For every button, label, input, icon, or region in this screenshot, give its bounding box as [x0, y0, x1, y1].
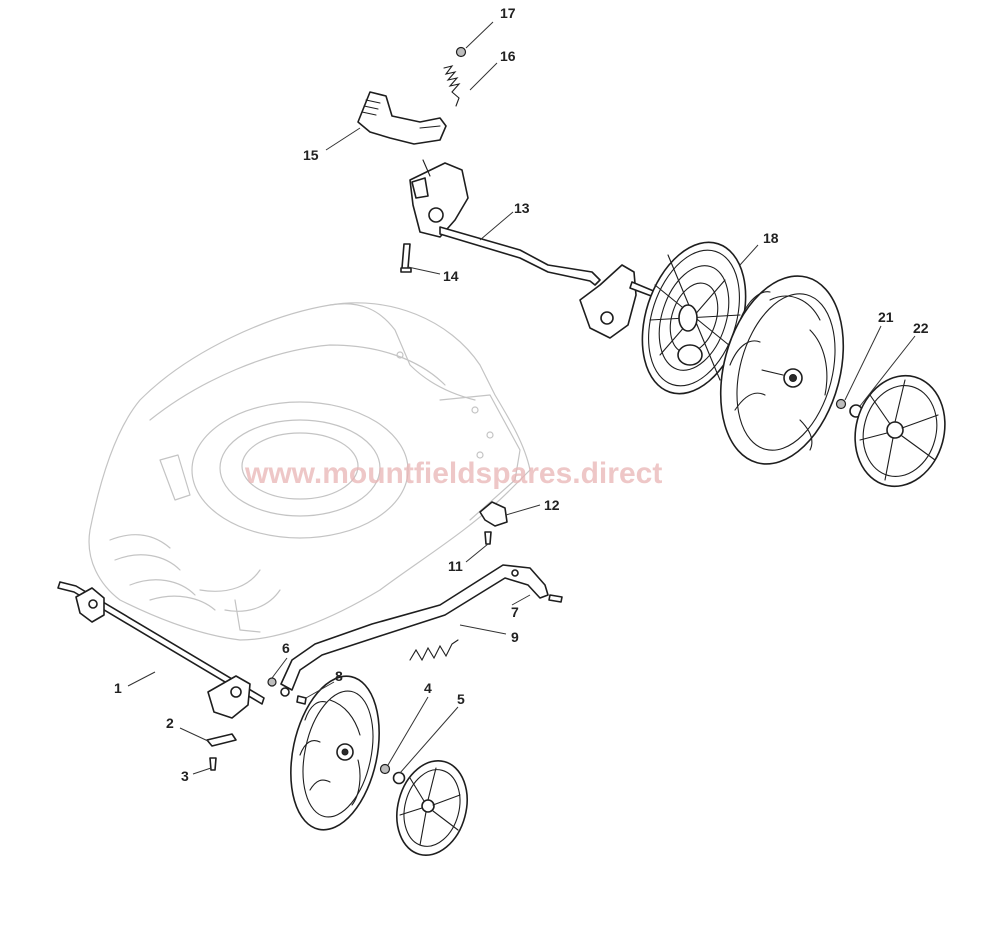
- callout-17: 17: [500, 5, 516, 21]
- part-5-nut: [392, 771, 406, 785]
- callout-7: 7: [511, 604, 519, 620]
- callout-3: 3: [181, 768, 189, 784]
- part-14-pin: [400, 243, 412, 273]
- part-6-nut: [267, 677, 277, 687]
- rear-wheel: [719, 275, 845, 465]
- part-7-adjust-link: [280, 564, 563, 697]
- front-hubcap: [396, 760, 468, 856]
- callout-13: 13: [514, 200, 530, 216]
- part-13-rear-axle-assembly: [409, 159, 657, 339]
- part-21-washer: [835, 398, 847, 410]
- callout-14: 14: [443, 268, 459, 284]
- part-2-plate: [206, 733, 237, 747]
- callout-21: 21: [878, 309, 894, 325]
- callout-18: 18: [763, 230, 779, 246]
- callout-16: 16: [500, 48, 516, 64]
- part-3-bolt: [209, 757, 217, 771]
- part-11-screw: [484, 531, 492, 545]
- part-18-rear-hub-grille: [641, 241, 747, 395]
- callout-4: 4: [424, 680, 432, 696]
- part-12-bracket: [479, 501, 508, 527]
- callout-labels: 17 16 15 13 14 18 21 22 12 11 7 9 6 8 4 …: [114, 5, 929, 784]
- callout-22: 22: [913, 320, 929, 336]
- part-17-nut: [455, 46, 467, 58]
- callout-12: 12: [544, 497, 560, 513]
- front-wheel: [290, 675, 380, 831]
- part-16-spring: [443, 65, 461, 107]
- callout-6: 6: [282, 640, 290, 656]
- rear-hubcap: [854, 374, 946, 488]
- callout-5: 5: [457, 691, 465, 707]
- part-1-front-axle: [57, 581, 265, 719]
- callout-15: 15: [303, 147, 319, 163]
- mower-deck-outline: [88, 302, 531, 641]
- leader-lines: [127, 21, 916, 775]
- callout-1: 1: [114, 680, 122, 696]
- callout-11: 11: [448, 558, 463, 574]
- part-8-screw: [296, 695, 307, 705]
- part-4-washer: [379, 763, 391, 775]
- part-9-spring: [409, 639, 459, 662]
- part-15-lever-handle: [357, 91, 447, 145]
- callout-9: 9: [511, 629, 519, 645]
- callout-2: 2: [166, 715, 174, 731]
- callout-8: 8: [335, 668, 343, 684]
- watermark-text: www.mountfieldspares.direct: [244, 457, 662, 490]
